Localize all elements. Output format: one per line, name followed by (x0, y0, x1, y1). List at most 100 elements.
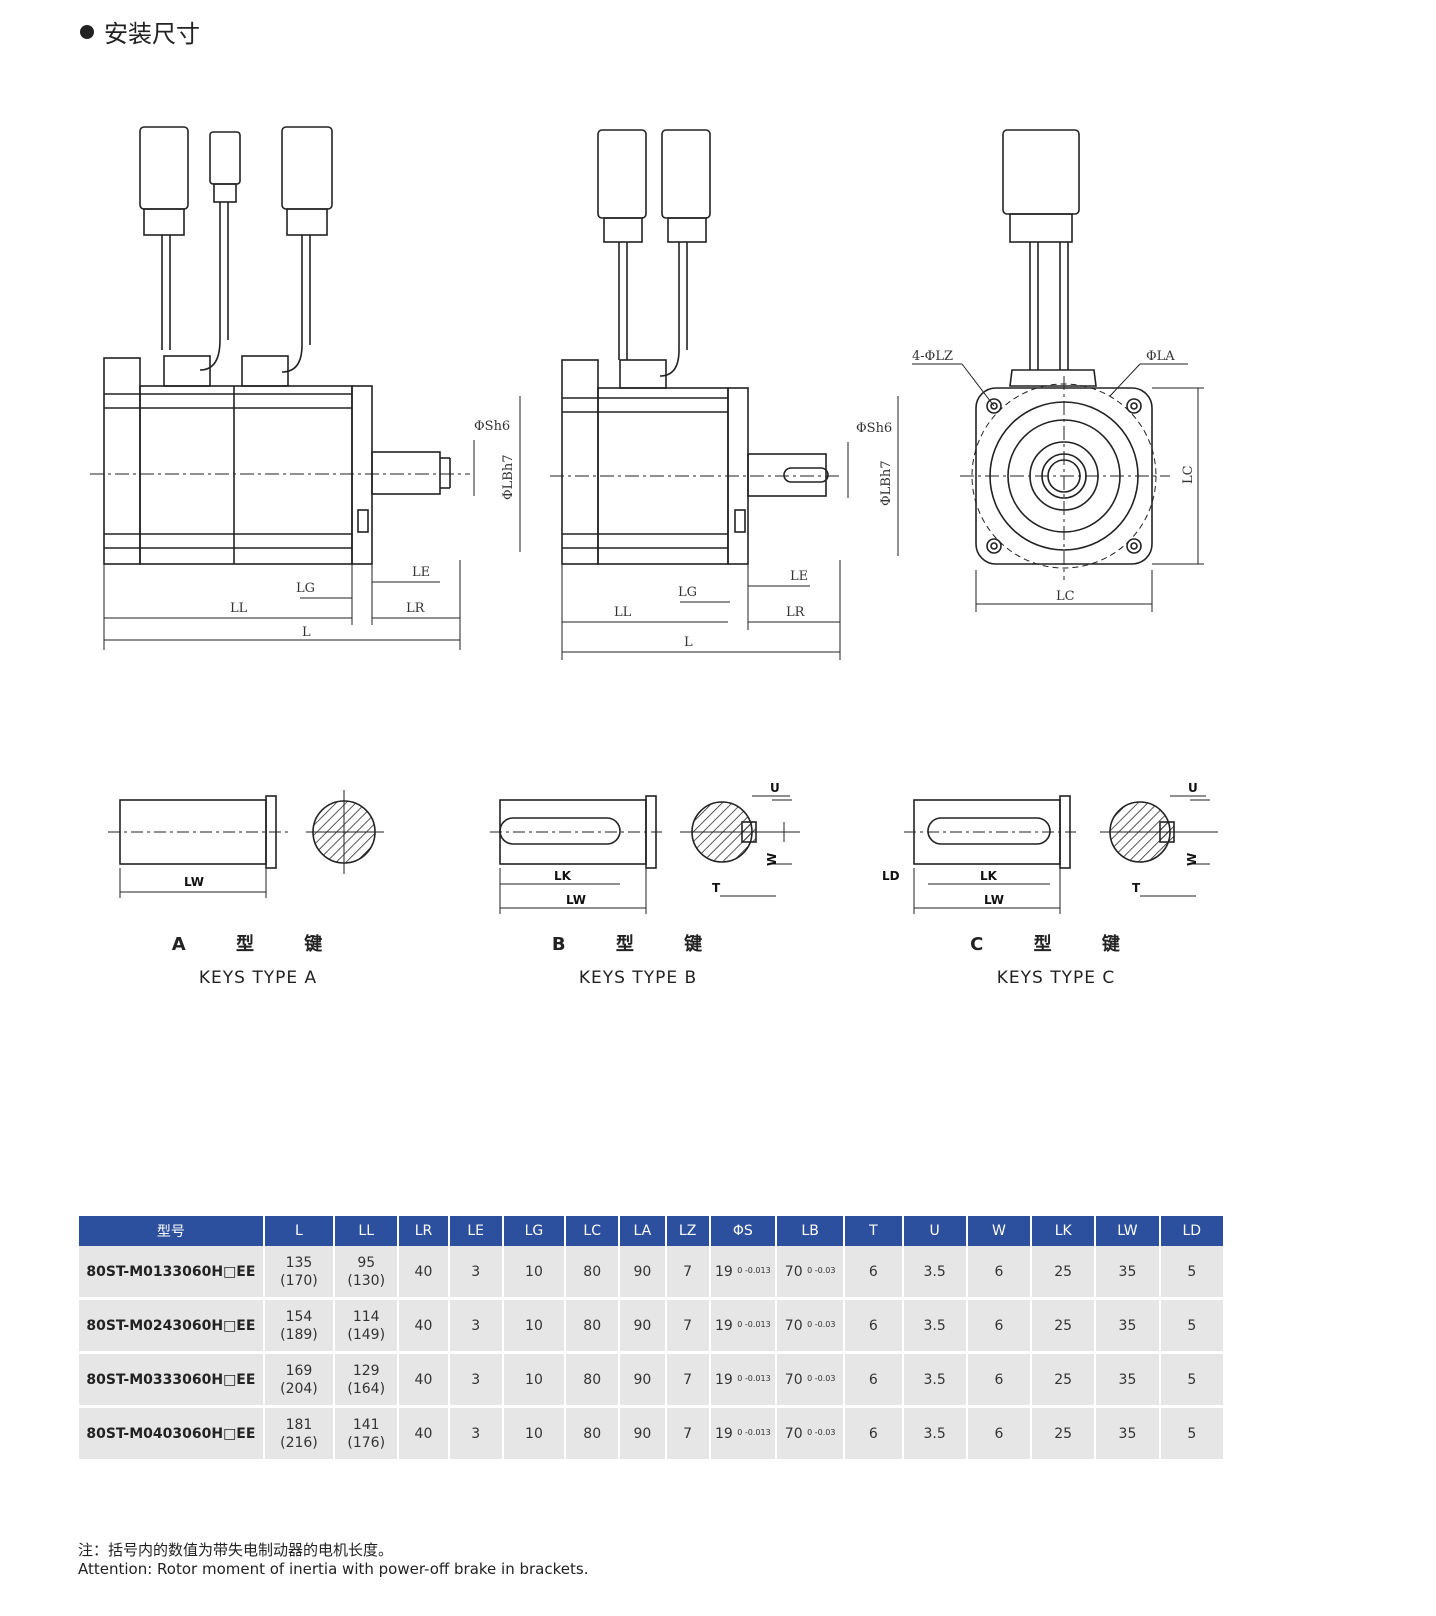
table-row: 80ST-M0243060H□EE 154(189) 114(149) 40 3… (79, 1298, 1226, 1354)
cell-l: 135(170) (263, 1246, 336, 1300)
cell-lr: 40 (398, 1406, 450, 1462)
col-header-le: LE (448, 1216, 504, 1246)
dimension-lines (103, 363, 1204, 660)
cell-lz: 7 (665, 1406, 711, 1462)
cell-lb: 70 0 -0.03 (775, 1298, 846, 1354)
key-c-w-label: W (1185, 853, 1199, 866)
dim-ll: LL (230, 601, 248, 616)
cell-ll: 141(176) (334, 1406, 400, 1462)
footnote-en: Attention: Rotor moment of inertia with … (78, 1560, 589, 1578)
col-header-phi-s: ΦS (709, 1216, 777, 1246)
cell-le: 3 (448, 1352, 504, 1408)
section-title: 安装尺寸 (80, 14, 200, 49)
key-b-u-label: U (770, 781, 780, 795)
cell-u: 3.5 (902, 1406, 968, 1462)
dim-le: LE (412, 565, 430, 580)
key-c-lw-label: LW (984, 893, 1004, 907)
key-c-u-label: U (1188, 781, 1198, 795)
cell-la: 90 (619, 1352, 667, 1408)
cell-lz: 7 (665, 1352, 711, 1408)
cell-ld: 5 (1159, 1246, 1226, 1300)
cell-lk: 25 (1031, 1406, 1097, 1462)
cell-ld: 5 (1159, 1352, 1226, 1408)
cell-lk: 25 (1031, 1298, 1097, 1354)
col-header-ld: LD (1159, 1216, 1226, 1246)
cell-phi-s: 19 0 -0.013 (709, 1298, 777, 1354)
cell-le: 3 (448, 1246, 504, 1300)
cell-lb: 70 0 -0.03 (775, 1352, 846, 1408)
cell-la: 90 (619, 1246, 667, 1300)
cell-lw: 35 (1095, 1352, 1161, 1408)
col-header-la: LA (619, 1216, 667, 1246)
cell-phi-s: 19 0 -0.013 (709, 1406, 777, 1462)
cell-lk: 25 (1031, 1246, 1097, 1300)
cell-lb: 70 0 -0.03 (775, 1246, 846, 1300)
cell-ll: 129(164) (334, 1352, 400, 1408)
col-header-w: W (966, 1216, 1033, 1246)
key-b-w-label: W (765, 853, 779, 866)
table-row: 80ST-M0133060H□EE 135(170) 95(130) 40 3 … (79, 1246, 1226, 1300)
cell-t: 6 (844, 1406, 904, 1462)
cell-lc: 80 (565, 1406, 621, 1462)
col-header-lg: LG (502, 1216, 567, 1246)
cell-lg: 10 (502, 1246, 567, 1300)
dim-phi-sh6: ΦSh6 (474, 419, 510, 434)
key-type-a-drawing (119, 795, 376, 898)
cell-w: 6 (966, 1246, 1033, 1300)
cell-t: 6 (844, 1352, 904, 1408)
cell-lg: 10 (502, 1406, 567, 1462)
col-header-lz: LZ (665, 1216, 711, 1246)
cell-ll: 114(149) (334, 1298, 400, 1354)
cell-lz: 7 (665, 1298, 711, 1354)
motor-side-view-2-connectors (561, 129, 829, 565)
col-header-l: L (263, 1216, 336, 1246)
col-header-model: 型号 (79, 1216, 265, 1246)
dim-l-b: L (684, 635, 693, 650)
cell-lc: 80 (565, 1298, 621, 1354)
cell-lg: 10 (502, 1352, 567, 1408)
cell-w: 6 (966, 1352, 1033, 1408)
cell-t: 6 (844, 1246, 904, 1300)
cell-lc: 80 (565, 1246, 621, 1300)
key-type-b-drawing (499, 795, 792, 914)
key-type-c-drawing (913, 795, 1210, 914)
cell-ld: 5 (1159, 1406, 1226, 1462)
key-c-t-label: T (1132, 881, 1141, 895)
cell-le: 3 (448, 1406, 504, 1462)
cell-lr: 40 (398, 1298, 450, 1354)
cell-lg: 10 (502, 1298, 567, 1354)
cell-model: 80ST-M0243060H□EE (79, 1298, 265, 1354)
cell-la: 90 (619, 1298, 667, 1354)
col-header-lk: LK (1031, 1216, 1097, 1246)
cell-lc: 80 (565, 1352, 621, 1408)
cell-phi-s: 19 0 -0.013 (709, 1246, 777, 1300)
key-type-c-caption: C 型 键 KEYS TYPE C (970, 934, 1142, 988)
col-header-lr: LR (398, 1216, 450, 1246)
cell-l: 181(216) (263, 1406, 336, 1462)
key-b-lw-label: LW (566, 893, 586, 907)
table-header-row: 型号 L LL LR LE LG LC LA LZ ΦS LB T U W LK… (79, 1216, 1226, 1246)
key-type-a-caption: A 型 键 KEYS TYPE A (171, 934, 345, 988)
key-type-b-caption: B 型 键 KEYS TYPE B (551, 934, 725, 988)
cell-l: 154(189) (263, 1298, 336, 1354)
cell-lw: 35 (1095, 1246, 1161, 1300)
dim-4-phi-lz: 4-ΦLZ (912, 349, 953, 364)
cell-t: 6 (844, 1298, 904, 1354)
motor-side-view-3-connectors (103, 126, 451, 565)
cell-w: 6 (966, 1298, 1033, 1354)
cell-model: 80ST-M0133060H□EE (79, 1246, 265, 1300)
cell-w: 6 (966, 1406, 1033, 1462)
cell-u: 3.5 (902, 1298, 968, 1354)
dim-lr-b: LR (786, 605, 806, 620)
cell-u: 3.5 (902, 1246, 968, 1300)
dim-le-b: LE (790, 569, 808, 584)
cell-le: 3 (448, 1298, 504, 1354)
cell-model: 80ST-M0333060H□EE (79, 1352, 265, 1408)
cell-lw: 35 (1095, 1406, 1161, 1462)
dim-phi-lbh7-b: ΦLBh7 (879, 461, 894, 507)
cell-model: 80ST-M0403060H□EE (79, 1406, 265, 1462)
cell-la: 90 (619, 1406, 667, 1462)
cell-phi-s: 19 0 -0.013 (709, 1352, 777, 1408)
cell-ld: 5 (1159, 1298, 1226, 1354)
footnote-cn: 注：括号内的数值为带失电制动器的电机长度。 (78, 1541, 394, 1559)
